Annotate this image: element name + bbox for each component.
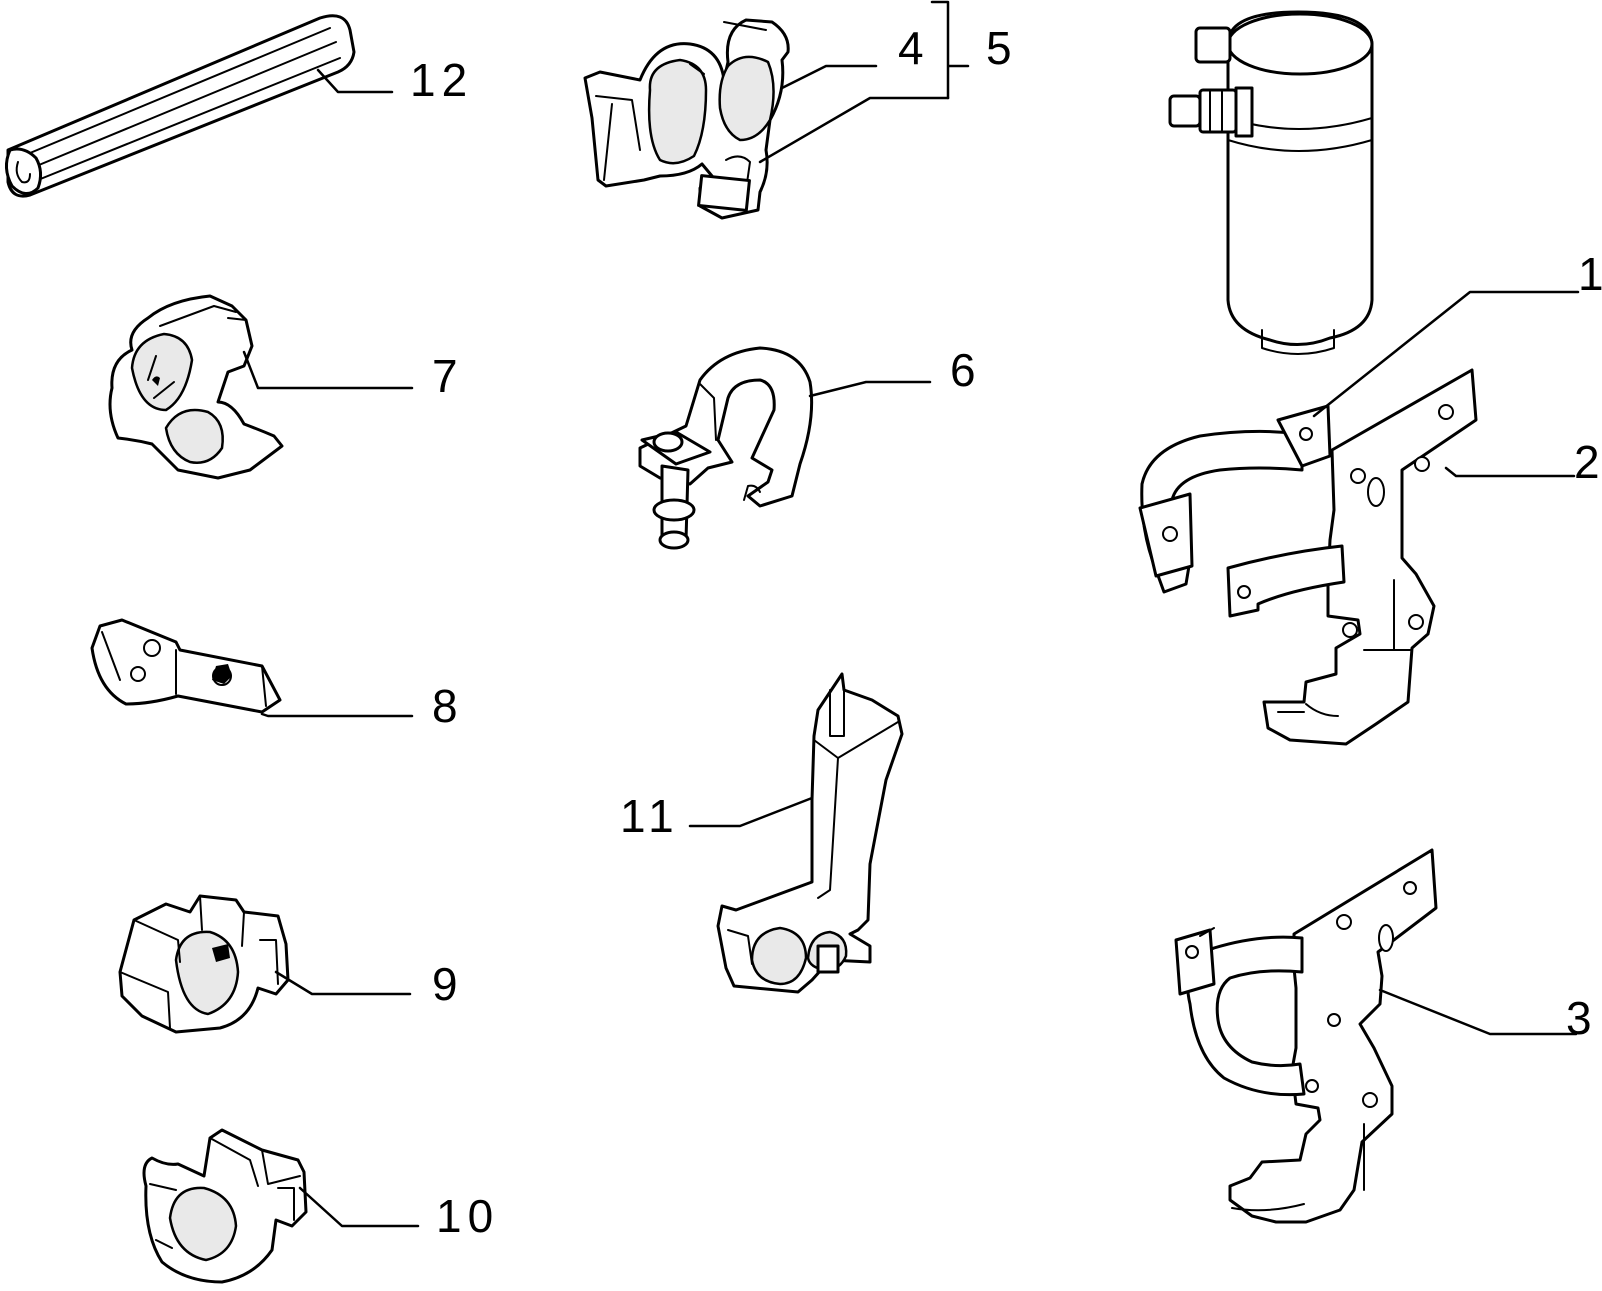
callout-1: 1 (1578, 248, 1602, 300)
leader-11 (688, 796, 814, 828)
part-4-5-double-clip (583, 18, 790, 220)
part-10-clip (142, 1128, 308, 1284)
leader-3 (1378, 988, 1578, 1036)
leader-10 (298, 1186, 420, 1228)
callout-9: 9 (432, 958, 464, 1010)
part-6-clamp-bolt (638, 346, 814, 550)
callout-12: 12 (410, 54, 473, 106)
callout-10: 10 (436, 1190, 499, 1242)
part-11-support (716, 672, 904, 994)
callout-7: 7 (432, 350, 464, 402)
part-2-bracket (1226, 368, 1478, 746)
part-7-clip (108, 294, 284, 480)
leader-1 (1312, 290, 1580, 418)
callout-4: 4 (898, 22, 930, 74)
leader-5-inner (758, 96, 950, 164)
part-9-clip (118, 894, 290, 1034)
part-1-strap-clamp (1138, 404, 1332, 594)
callout-2: 2 (1574, 436, 1602, 488)
part-3-bracket (1174, 848, 1438, 1224)
callout-8: 8 (432, 680, 464, 732)
leader-2 (1444, 466, 1576, 478)
leader-4 (780, 64, 878, 90)
callout-5: 5 (986, 22, 1018, 74)
leader-12 (316, 68, 394, 94)
callout-3: 3 (1566, 992, 1598, 1044)
callout-11: 11 (620, 790, 680, 842)
part-8-flat-bracket (90, 618, 282, 714)
leader-9 (274, 970, 412, 996)
leader-7 (242, 350, 414, 390)
bracket-4-5 (930, 0, 970, 100)
part-12-edge-strip (5, 14, 356, 198)
leader-8 (260, 712, 414, 718)
leader-6 (808, 380, 932, 398)
callout-6: 6 (950, 344, 982, 396)
receiver-drier (1168, 10, 1374, 355)
